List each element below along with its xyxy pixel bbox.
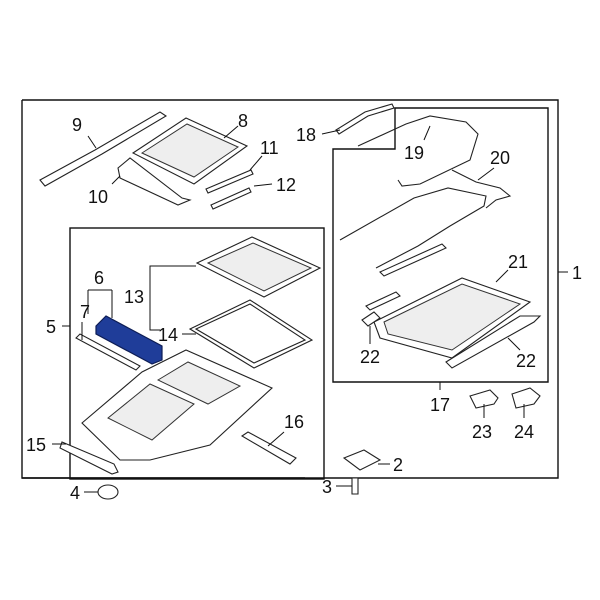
callout-4: 4 bbox=[70, 483, 80, 503]
part-22-rail-right bbox=[445, 315, 542, 369]
callout-24: 24 bbox=[514, 422, 534, 442]
part-3-bolt bbox=[351, 477, 359, 495]
part-14-seal-frame bbox=[188, 299, 314, 369]
part-21-sunshade-inner bbox=[383, 283, 522, 351]
part-7-strip bbox=[75, 333, 141, 371]
callout-3: 3 bbox=[322, 477, 332, 497]
callout-22-left: 22 bbox=[360, 347, 380, 367]
leader-22b bbox=[507, 337, 521, 351]
leader-13 bbox=[149, 265, 196, 331]
part-19-frame bbox=[357, 115, 479, 187]
part-20-cable bbox=[451, 169, 512, 209]
part-13-glass bbox=[206, 242, 313, 292]
callout-5: 5 bbox=[46, 317, 56, 337]
leader-9 bbox=[87, 135, 97, 149]
part-16-rail bbox=[240, 431, 297, 465]
part-24-clip bbox=[511, 387, 541, 409]
callout-6: 6 bbox=[94, 268, 104, 288]
part-6-highlighted-panel bbox=[95, 315, 163, 365]
part-18-cable bbox=[335, 103, 395, 135]
part-8-glass bbox=[140, 123, 240, 178]
leader-8 bbox=[223, 125, 239, 139]
callout-18: 18 bbox=[296, 125, 316, 145]
leader-20 bbox=[477, 167, 495, 181]
leader-11 bbox=[249, 155, 263, 171]
part-2-bracket bbox=[342, 449, 382, 471]
leader-16 bbox=[267, 431, 285, 447]
frame-group-17 bbox=[332, 107, 549, 383]
leader-21 bbox=[495, 269, 509, 283]
callout-11: 11 bbox=[260, 138, 279, 158]
roof-frame-opening-2 bbox=[156, 361, 242, 405]
callout-1: 1 bbox=[572, 263, 582, 283]
slide-rail-2 bbox=[365, 291, 401, 311]
part-4-clip bbox=[97, 484, 119, 500]
slide-frame bbox=[339, 187, 487, 269]
part-9-rail bbox=[39, 111, 168, 187]
part-10-deflector bbox=[117, 157, 192, 206]
part-23-clip bbox=[469, 389, 499, 409]
callout-14: 14 bbox=[158, 325, 178, 345]
callout-15: 15 bbox=[26, 435, 46, 455]
part-15-rail bbox=[59, 441, 119, 475]
part-12-strip bbox=[210, 187, 252, 210]
callout-20: 20 bbox=[490, 148, 510, 168]
callout-19: 19 bbox=[404, 143, 424, 163]
callout-23: 23 bbox=[472, 422, 492, 442]
roof-frame-opening-1 bbox=[107, 383, 195, 441]
callout-2: 2 bbox=[393, 455, 403, 475]
outer-frame-left bbox=[21, 100, 305, 479]
callout-16: 16 bbox=[284, 412, 304, 432]
leader-10 bbox=[111, 175, 121, 185]
callout-17: 17 bbox=[430, 395, 450, 415]
callout-10: 10 bbox=[88, 187, 108, 207]
callout-12: 12 bbox=[276, 175, 296, 195]
callout-7: 7 bbox=[80, 302, 90, 322]
leader-12 bbox=[253, 183, 273, 187]
callout-21: 21 bbox=[508, 252, 528, 272]
callout-22-right: 22 bbox=[516, 351, 536, 371]
part-11-strip bbox=[205, 169, 254, 194]
part-22-rail-left bbox=[361, 311, 381, 327]
leader-18 bbox=[321, 129, 341, 135]
callout-13: 13 bbox=[124, 287, 144, 307]
callout-9: 9 bbox=[72, 115, 82, 135]
callout-8: 8 bbox=[238, 111, 248, 131]
slide-rail-1 bbox=[379, 243, 447, 277]
part-14-seal-frame-inner bbox=[194, 303, 307, 364]
leader-6 bbox=[87, 289, 113, 318]
leader-19 bbox=[423, 125, 431, 141]
frame-group-5 bbox=[69, 227, 325, 480]
